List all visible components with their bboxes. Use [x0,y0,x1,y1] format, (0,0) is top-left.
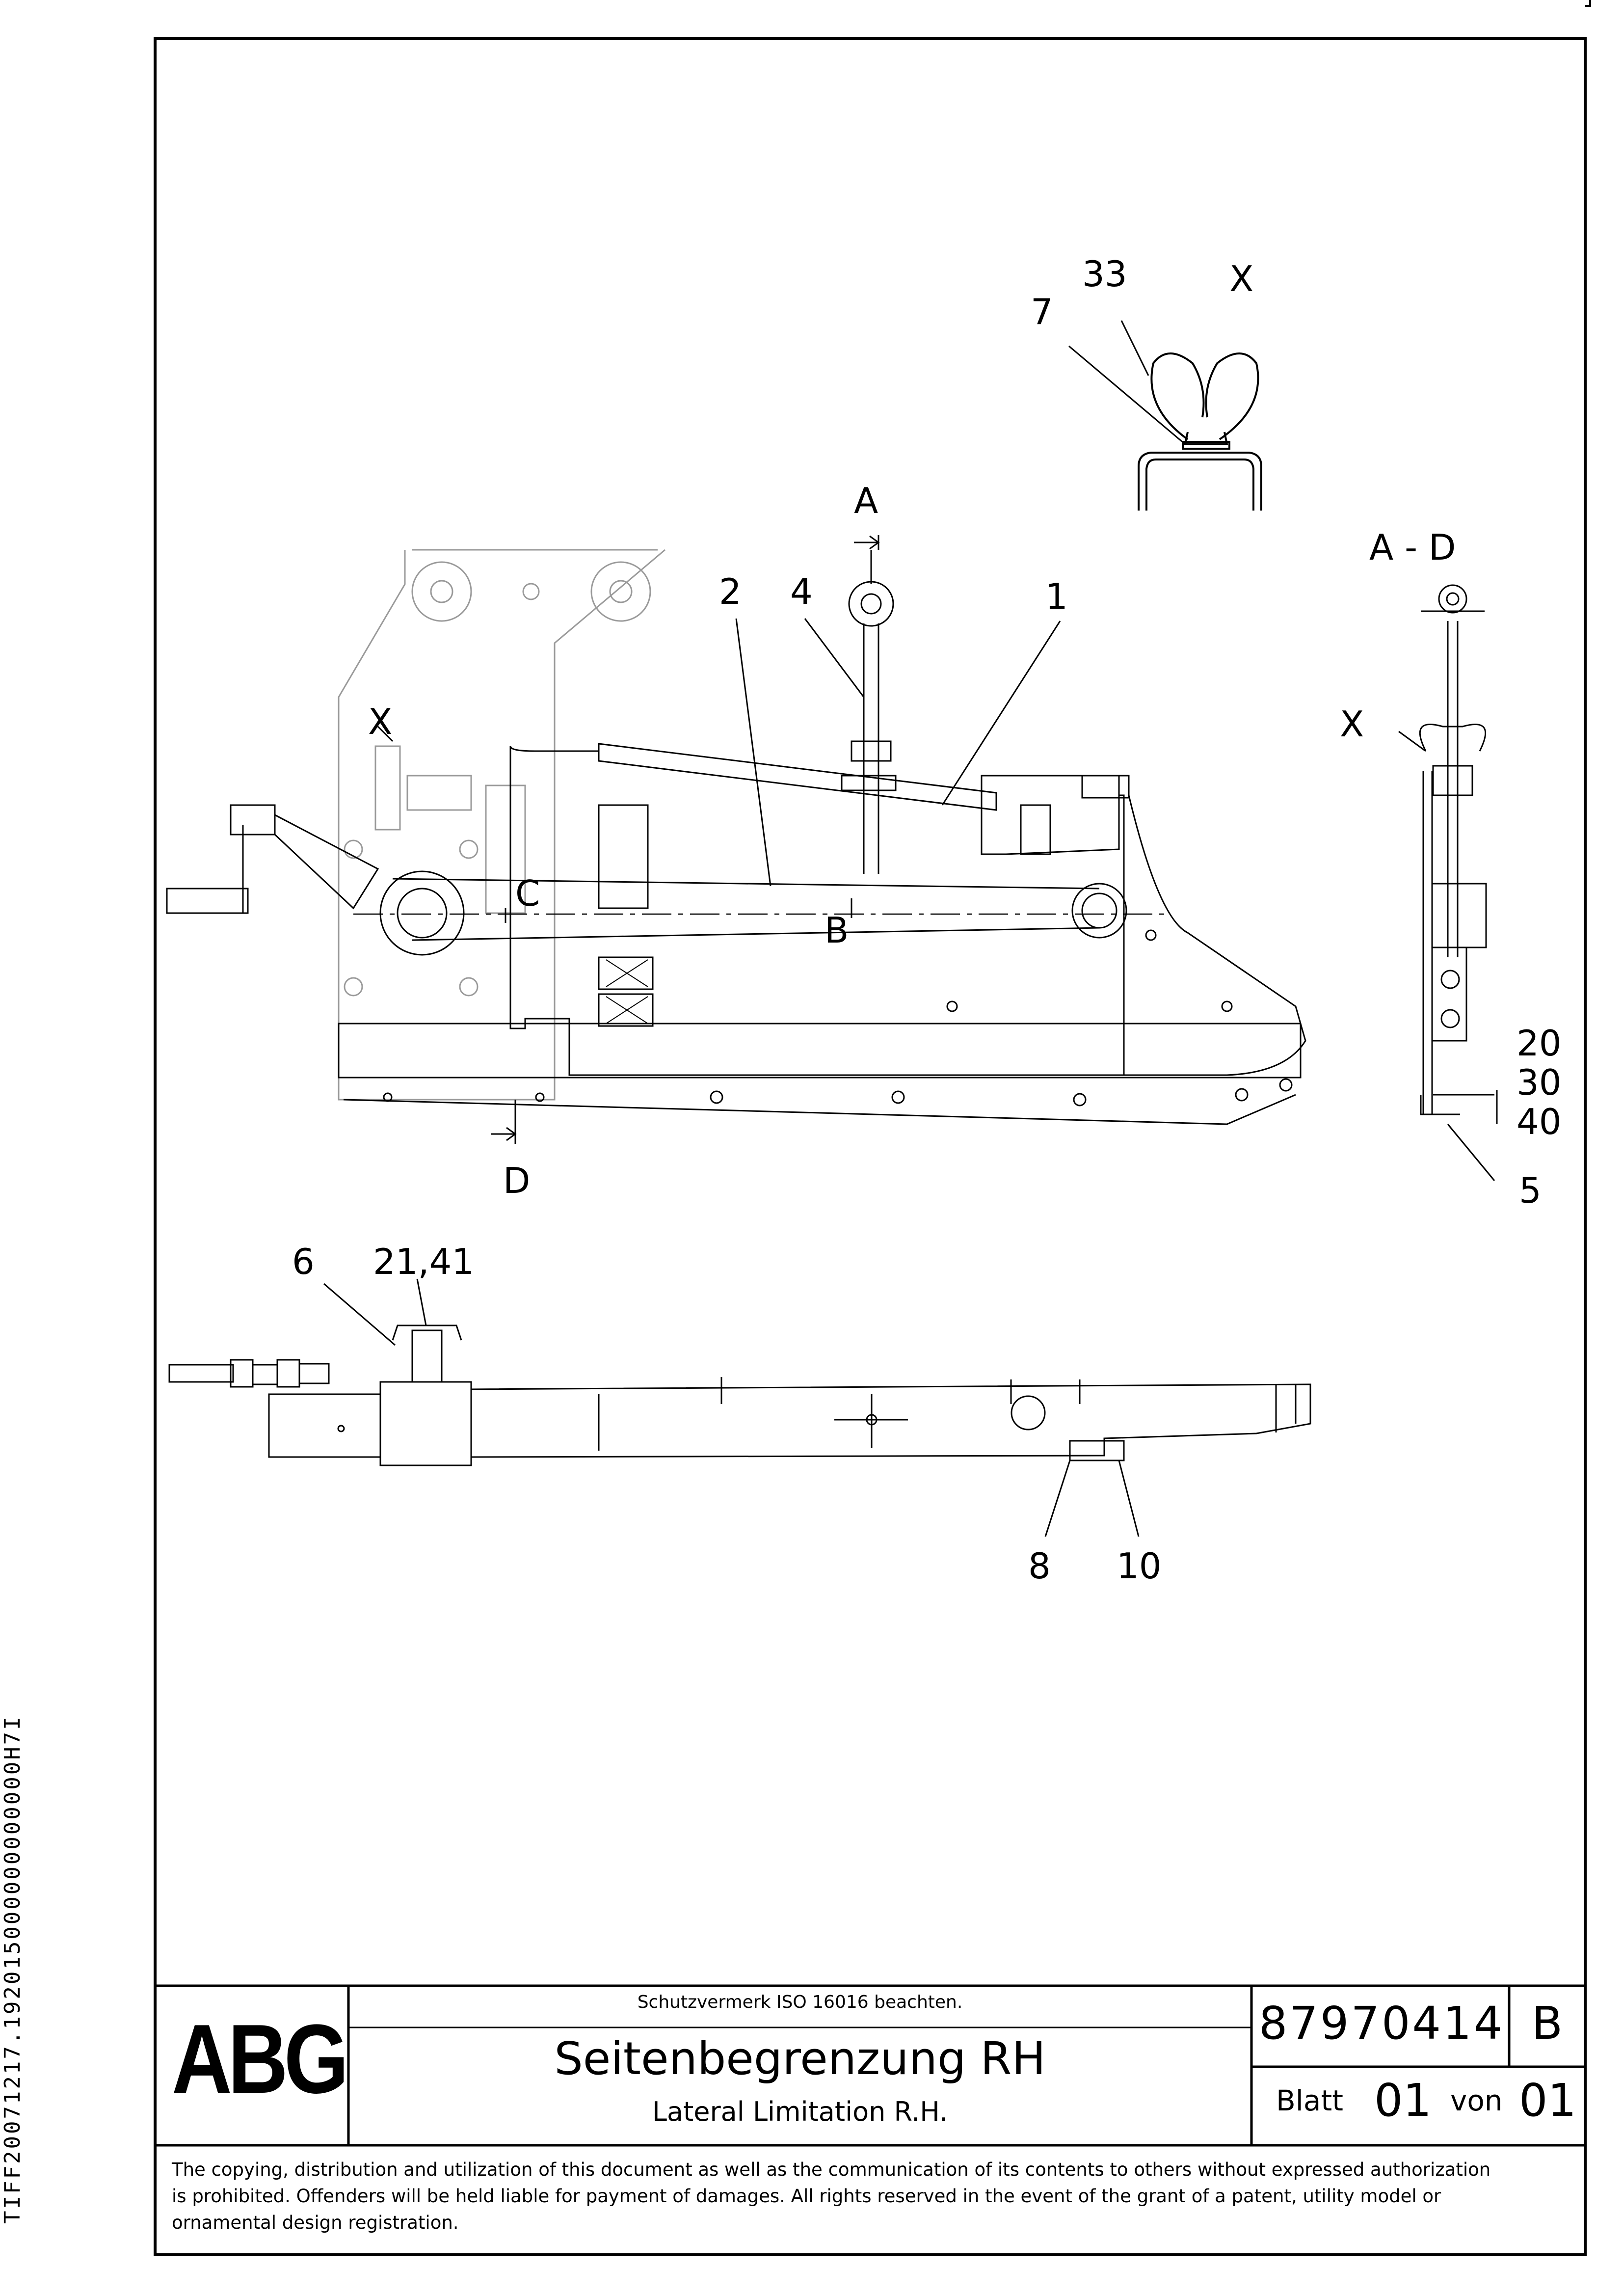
copyright-line-3: ornamental design registration. [172,2212,459,2233]
plan-view [168,1278,1311,1537]
copyright-line-2: is prohibited. Offenders will be held li… [172,2186,1441,2207]
label-item-30: 30 [1517,1062,1562,1103]
abg-logo: ABG [172,2004,349,2114]
drawing-number: 87970414 [1258,1997,1505,2050]
label-item-1: 1 [1045,576,1068,617]
main-side-view [166,535,1306,1144]
corner-mark [1585,0,1591,7]
protection-note: Schutzvermerk ISO 16016 beachten. [637,1992,963,2012]
detail-x-wing-nut [1068,320,1262,511]
label-view-x-right: X [1340,703,1364,745]
sheet-label: Blatt [1276,2084,1343,2117]
label-item-5: 5 [1519,1170,1542,1211]
label-item-7: 7 [1031,291,1053,332]
label-view-x-top: X [1229,258,1253,299]
title-german: Seitenbegrenzung RH [554,2032,1046,2085]
label-section-a-d: A - D [1369,527,1456,568]
label-item-4: 4 [790,571,813,612]
label-section-c: C [515,873,540,914]
drawing-frame [154,37,1587,2256]
label-item-6: 6 [292,1241,315,1282]
label-item-40: 40 [1517,1101,1562,1142]
label-section-b: B [825,910,849,951]
title-block-grid [155,1984,1585,2147]
label-item-8: 8 [1028,1545,1051,1587]
title-english: Lateral Limitation R.H. [652,2096,948,2127]
revision-letter: B [1531,1997,1563,2050]
label-section-a: A [854,480,878,521]
of-label: von [1450,2084,1503,2117]
section-a-d-view [1398,584,1498,1181]
copyright-line-1: The copying, distribution and utilizatio… [172,2159,1491,2180]
side-identifier: TIFF20071217.192015000000000000H7I [0,1715,25,2243]
label-section-d: D [503,1160,530,1201]
label-item-21-41: 21,41 [373,1241,474,1282]
sheet-number: 01 [1374,2074,1432,2127]
label-item-2: 2 [719,571,742,612]
label-view-x-side: X [368,701,392,742]
sheet-total: 01 [1519,2074,1577,2127]
label-item-20: 20 [1517,1023,1562,1064]
callout-labels: X 33 7 A 2 4 1 X C B D A - D X 20 30 40 … [292,253,1562,1587]
side-identifier-text: TIFF20071217.192015000000000000H7I [0,1715,25,2224]
label-item-33: 33 [1082,253,1127,295]
label-item-10: 10 [1117,1545,1162,1587]
